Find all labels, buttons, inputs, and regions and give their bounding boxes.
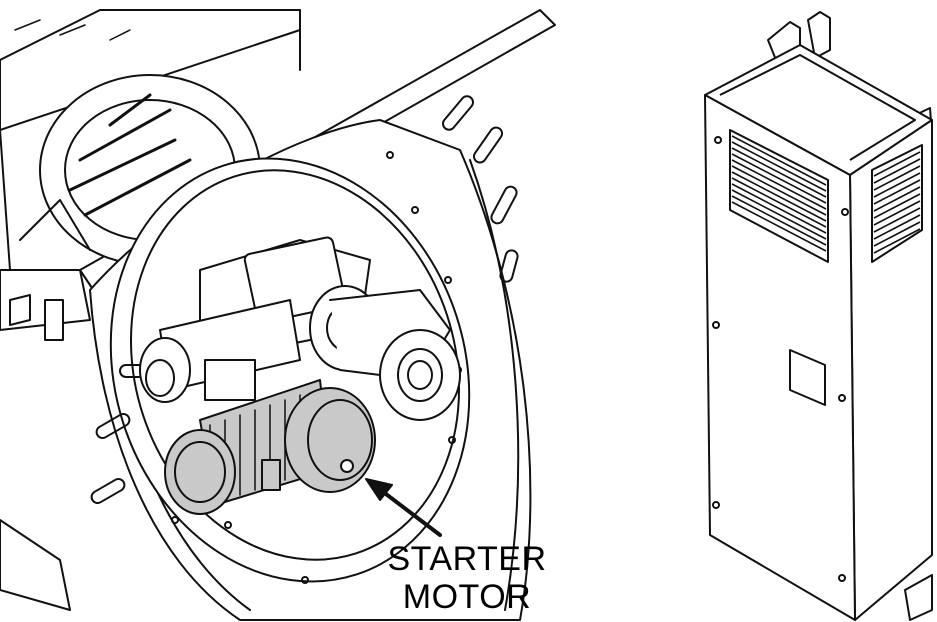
label-line-1: STARTER xyxy=(387,540,547,578)
side-panel xyxy=(0,269,91,611)
starter-motor xyxy=(164,379,376,515)
fan-assembly-illustration xyxy=(0,9,556,621)
bearing-assembly xyxy=(139,236,461,421)
control-cabinet-illustration xyxy=(704,11,933,621)
starter-motor-label: STARTER MOTOR xyxy=(372,540,562,616)
label-line-2: MOTOR xyxy=(402,578,532,616)
arrow-pointer xyxy=(365,478,442,537)
